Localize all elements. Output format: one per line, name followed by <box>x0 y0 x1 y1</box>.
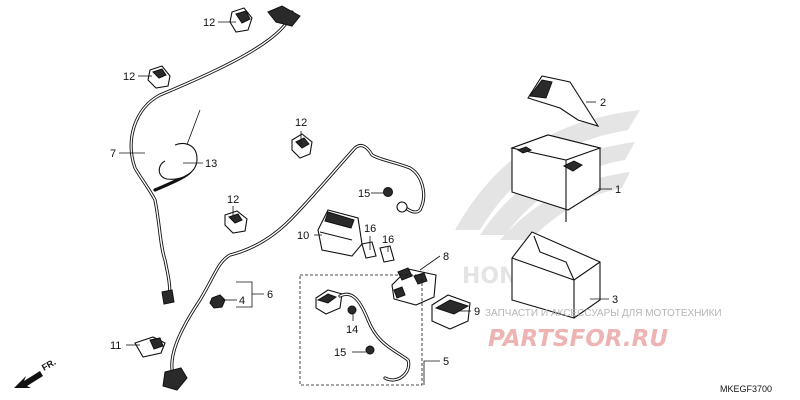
band-clamp-icon <box>229 7 253 33</box>
callout-10: 10 <box>297 230 309 242</box>
callout-16: 16 <box>364 223 376 235</box>
callout-13: 13 <box>205 158 217 170</box>
top-connector-icon <box>267 5 301 27</box>
callout-12: 12 <box>123 71 135 83</box>
callout-14: 14 <box>346 324 358 336</box>
band-clamp-icon <box>147 65 171 89</box>
bolt-icon <box>209 294 226 309</box>
nut-icon <box>365 345 375 355</box>
band-clamp-icon <box>291 133 313 159</box>
callout-12: 12 <box>295 117 307 129</box>
callout-8: 8 <box>443 251 449 263</box>
sub-harness-icon <box>315 289 411 382</box>
callout-6: 6 <box>267 289 273 301</box>
callout-3: 3 <box>612 294 618 306</box>
callout-16: 16 <box>382 234 394 246</box>
sub-harness-group <box>299 274 423 386</box>
callout-7: 7 <box>110 148 116 160</box>
starter-relay-icon <box>317 209 363 257</box>
relay-connector-icon <box>391 267 437 306</box>
callout-15: 15 <box>358 188 370 200</box>
callout-12: 12 <box>227 194 239 206</box>
cable-tie-icon <box>158 109 201 180</box>
callout-11: 11 <box>110 340 121 352</box>
battery-cover-icon <box>527 75 600 127</box>
fuse-icon <box>361 241 395 263</box>
callout-1: 1 <box>615 184 621 196</box>
fuse-box-icon <box>431 294 471 330</box>
diagram-code: MKEGF3700 <box>720 384 772 394</box>
front-direction-arrow-icon: FR. <box>14 357 58 388</box>
callout-9: 9 <box>474 306 480 318</box>
battery-tray-icon <box>511 231 601 319</box>
bolt-icon <box>383 187 408 213</box>
harness-end-icon <box>161 289 175 305</box>
callout-4: 4 <box>239 295 245 307</box>
direction-label: FR. <box>40 357 58 373</box>
callout-2: 2 <box>600 97 606 109</box>
clip-icon <box>134 336 166 358</box>
leader-lines <box>119 21 612 385</box>
watermark-logo: PARTSFOR.RU <box>488 326 668 352</box>
battery-icon <box>510 134 602 222</box>
nut-icon <box>347 305 357 315</box>
callout-12: 12 <box>203 17 215 29</box>
callout-15: 15 <box>334 347 346 359</box>
watermark-tagline: ЗАПЧАСТИ И АКСЕССУАРЫ ДЛЯ МОТОТЕХНИКИ <box>485 308 722 319</box>
band-clamp-icon <box>224 210 248 234</box>
ring-terminal-icon <box>162 367 188 391</box>
wire-harness <box>129 5 426 391</box>
callout-5: 5 <box>443 356 449 368</box>
